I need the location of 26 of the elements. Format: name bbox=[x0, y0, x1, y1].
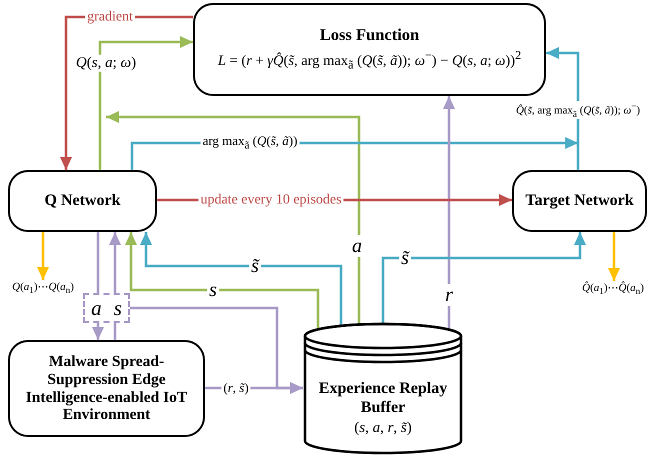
loss-function-box: Loss Function L = (r + γQ̂(s̃, arg max$_{ã}$ (Q(s̃, ã)); ω$^{−}$) − Q(s, a; ω))$^{2}$ bbox=[193, 3, 546, 96]
edge-label: a bbox=[350, 235, 364, 257]
target-network-box: Target Network bbox=[512, 170, 647, 232]
arrow bbox=[37, 232, 49, 280]
arrow bbox=[608, 232, 620, 281]
arrow bbox=[109, 232, 121, 293]
edge-label: (r, s̃) bbox=[221, 380, 251, 396]
output-label: Q̂(a$_{1}$)⋯Q̂(a$_{n}$) bbox=[572, 281, 654, 297]
arrow bbox=[125, 232, 320, 330]
arrow bbox=[140, 232, 342, 326]
replay-buffer-cylinder: Experience Replay Buffer (s, a, r, s̃) bbox=[303, 322, 463, 455]
arrow bbox=[382, 232, 586, 324]
arrow bbox=[546, 47, 580, 170]
q-network-box: Q Network bbox=[8, 170, 157, 232]
environment-box: Malware Spread-Suppression Edge Intelligence-enabled IoT Environment bbox=[8, 340, 205, 437]
arrow bbox=[106, 111, 360, 325]
edge-label: gradient bbox=[85, 9, 135, 25]
output-label: Q(a$_{1}$)⋯Q(a$_{n}$) bbox=[2, 280, 84, 296]
dashed-group-box: a s bbox=[83, 293, 130, 323]
arrow bbox=[98, 36, 193, 170]
edge-label: update every 10 episodes bbox=[198, 192, 344, 208]
edge-label: Q(s, a; ω) bbox=[74, 54, 138, 72]
edge-label: Q̂(s̃, arg max$_{ã}$ (Q(s̃, ã)); ω$^{−}$) bbox=[514, 101, 642, 119]
arrow bbox=[92, 323, 104, 340]
arrow bbox=[443, 96, 455, 330]
edge-label: r bbox=[443, 284, 455, 306]
